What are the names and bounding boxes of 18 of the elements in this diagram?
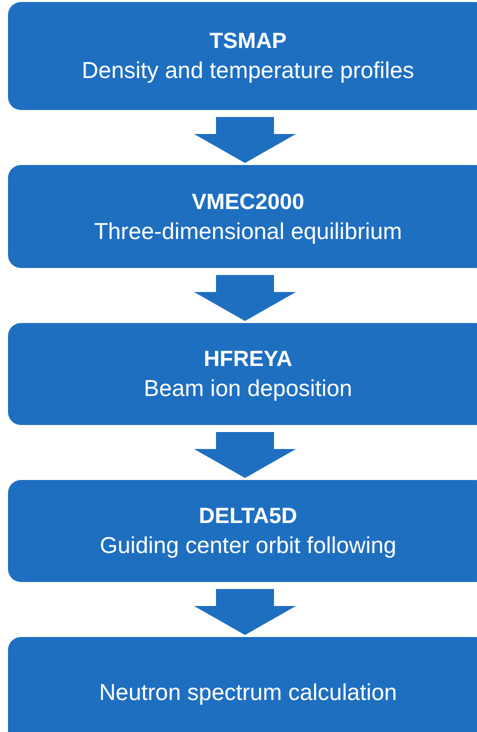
process-box [8,637,477,732]
process-box [8,480,477,582]
box-description: Beam ion deposition [144,374,352,403]
box-title: DELTA5D [198,502,298,530]
box-description: Density and temperature profiles [82,56,414,85]
process-box [8,323,477,425]
box-description: Guiding center orbit following [100,531,396,560]
process-box [8,2,477,110]
box-description: Three-dimensional equilibrium [94,216,402,246]
block-arrow [194,117,296,163]
box-title: TSMAP [210,27,286,55]
box-description: Neutron spectrum calculation [99,678,397,707]
block-arrow [194,275,296,321]
box-title: VMEC2000 [192,188,304,216]
process-box [8,165,477,268]
block-arrow [194,589,296,635]
block-arrow [194,432,296,478]
box-title: HFREYA [204,345,292,373]
